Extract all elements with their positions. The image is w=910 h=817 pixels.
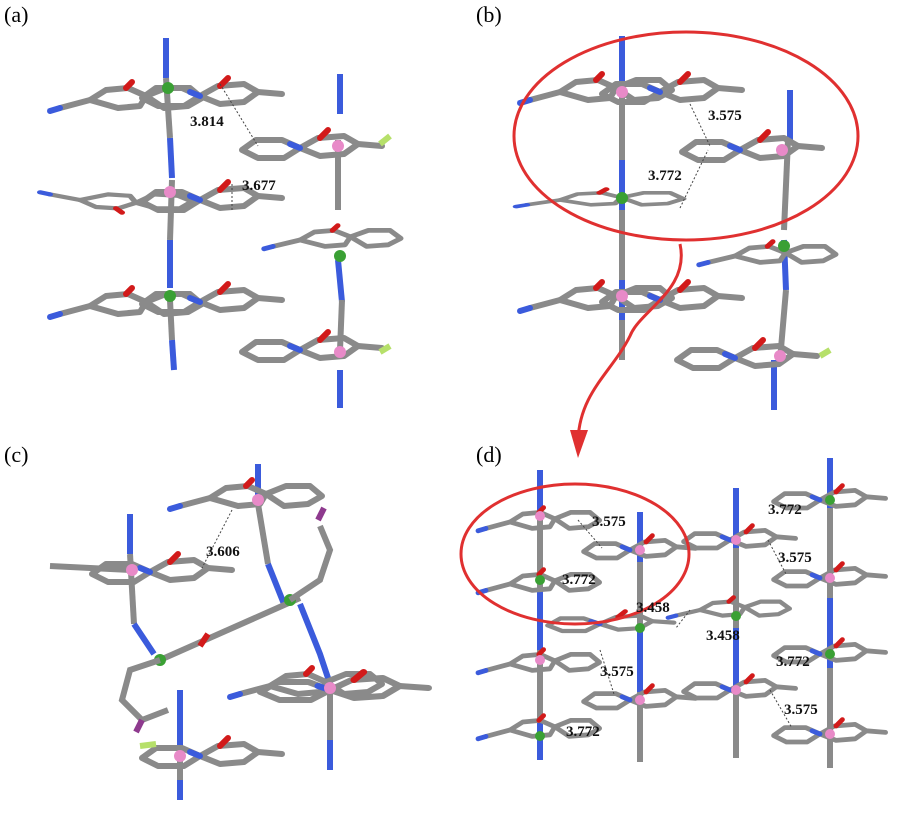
panel-b-structure (512, 30, 860, 458)
panel-d-distance-9: 3.772 (566, 724, 600, 740)
panel-d-distance-5: 3.458 (636, 600, 670, 616)
panel-c-distance-1: 3.606 (206, 544, 240, 560)
panel-b-distance-2: 3.772 (648, 168, 682, 184)
panel-d-distance-3: 3.772 (768, 502, 802, 518)
panel-d-distance-7: 3.575 (600, 664, 634, 680)
panel-b-distance-1: 3.575 (708, 108, 742, 124)
panel-a-structure (40, 38, 401, 408)
panel-d-distance-2: 3.772 (562, 572, 596, 588)
panel-a-distance-2: 3.677 (242, 178, 276, 194)
panel-c-structure (49, 464, 428, 800)
panel-c-label: (c) (4, 442, 28, 467)
panel-d-distance-8: 3.772 (776, 654, 810, 670)
panel-d-label: (d) (476, 442, 502, 467)
panel-d-distance-1: 3.575 (592, 514, 626, 530)
panel-d-structure (459, 458, 886, 768)
panel-a-label: (a) (4, 2, 28, 27)
panel-d-distance-4: 3.575 (778, 550, 812, 566)
panel-d-distance-6: 3.458 (706, 628, 740, 644)
panel-a-distance-1: 3.814 (190, 114, 224, 130)
panel-b-label: (b) (476, 2, 502, 27)
panel-d-distance-10: 3.575 (784, 702, 818, 718)
